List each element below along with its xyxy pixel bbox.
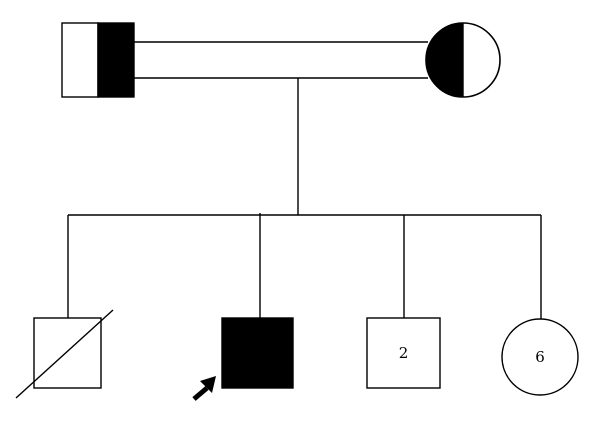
arrow-icon xyxy=(192,376,216,401)
father-symbol xyxy=(61,22,135,98)
deceased-slash xyxy=(15,309,114,399)
child-2-proband-symbol xyxy=(221,317,294,389)
child-4-symbol: 6 xyxy=(501,318,579,396)
child-1-deceased-symbol xyxy=(15,309,114,399)
child-3-symbol: 2 xyxy=(366,317,441,389)
child-3-count-label: 2 xyxy=(399,344,409,362)
mother-symbol xyxy=(425,22,501,98)
child-4-count-label: 6 xyxy=(535,348,545,366)
